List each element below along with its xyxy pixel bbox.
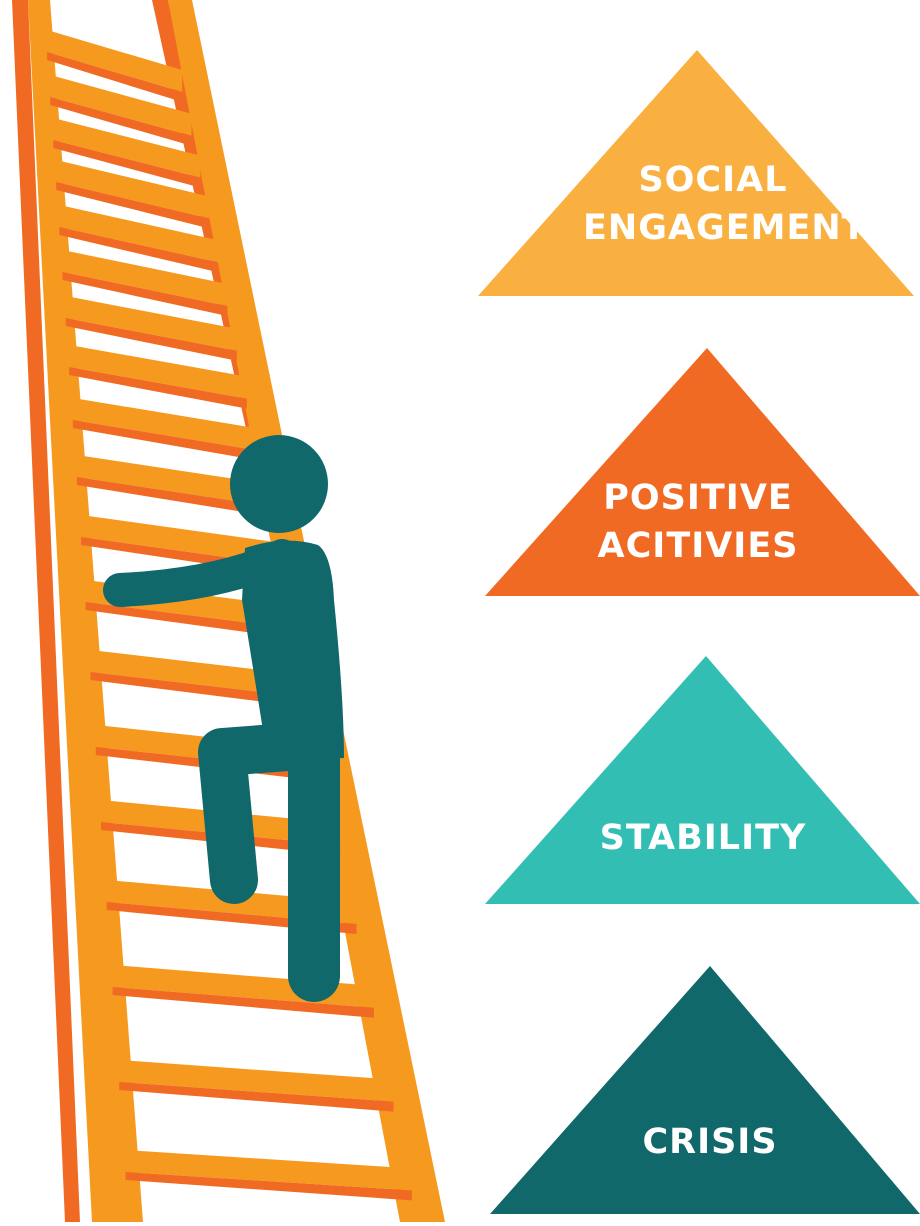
level-label-positive-activities: POSITIVE ACITIVIES xyxy=(568,474,828,570)
level-label-line: CRISIS xyxy=(642,1122,778,1162)
person-climbing-icon xyxy=(103,435,344,1002)
ladder-rung xyxy=(56,160,209,219)
ladder-rung-shadow xyxy=(76,477,270,517)
person-head xyxy=(230,435,328,533)
ladder-rung xyxy=(53,118,201,178)
level-label-line: STABILITY xyxy=(599,818,807,858)
level-label-line: SOCIAL xyxy=(638,160,788,200)
ladder-rung xyxy=(69,345,247,399)
ladder-rung xyxy=(59,205,219,263)
ladder-rung xyxy=(62,250,228,306)
triangle-social-engagement xyxy=(478,50,914,296)
ladder-rung-shadow xyxy=(47,52,183,102)
person-torso xyxy=(242,540,344,762)
ladder-rung xyxy=(81,515,282,565)
level-label-line: ENGAGEMENT xyxy=(583,208,867,248)
ladder-rung-shadow xyxy=(112,987,374,1018)
ladder-rung xyxy=(65,296,237,351)
level-label-stability: STABILITY xyxy=(573,814,833,862)
ladder-rung-shadow xyxy=(50,97,192,146)
ladder-rung-shadow xyxy=(85,602,295,639)
ladder-rung-shadow xyxy=(53,140,201,188)
ladder-rung-shadow xyxy=(119,1082,394,1112)
ladder-rung xyxy=(119,1060,394,1102)
level-label-line: POSITIVE xyxy=(603,478,793,518)
ladder-rung-shadow xyxy=(65,318,237,361)
ladder-rung xyxy=(72,398,258,451)
level-label-social-engagement: SOCIAL ENGAGEMENT xyxy=(583,156,867,252)
level-label-crisis: CRISIS xyxy=(580,1118,840,1166)
triangle-crisis xyxy=(490,966,920,1214)
ladder-rung xyxy=(90,650,310,698)
ladder-left-rail xyxy=(28,0,143,1222)
ladder-rung xyxy=(47,30,183,92)
ladder-rung-shadow xyxy=(72,420,258,461)
level-label-line: ACITIVIES xyxy=(597,526,799,566)
triangle-positive-activities xyxy=(485,348,920,596)
person-front-leg xyxy=(198,721,340,904)
ladder-rungs xyxy=(47,30,412,1201)
ladder-rung-shadow xyxy=(56,182,209,229)
ladder-rung-shadow xyxy=(59,227,219,273)
triangle-stability xyxy=(485,656,920,904)
ladder-rung xyxy=(50,75,192,136)
ladder-rung xyxy=(76,455,270,507)
ladder-rung-shadow xyxy=(90,672,310,708)
person-arm xyxy=(103,539,299,607)
ladder-rung-shadow xyxy=(69,367,247,409)
ladder-rung xyxy=(125,1150,412,1191)
ladder-icon xyxy=(12,0,445,1222)
ladder-rung-shadow xyxy=(125,1172,412,1201)
ladder-rung-shadow xyxy=(62,272,228,316)
ladder-left-rail-shadow xyxy=(12,0,80,1222)
